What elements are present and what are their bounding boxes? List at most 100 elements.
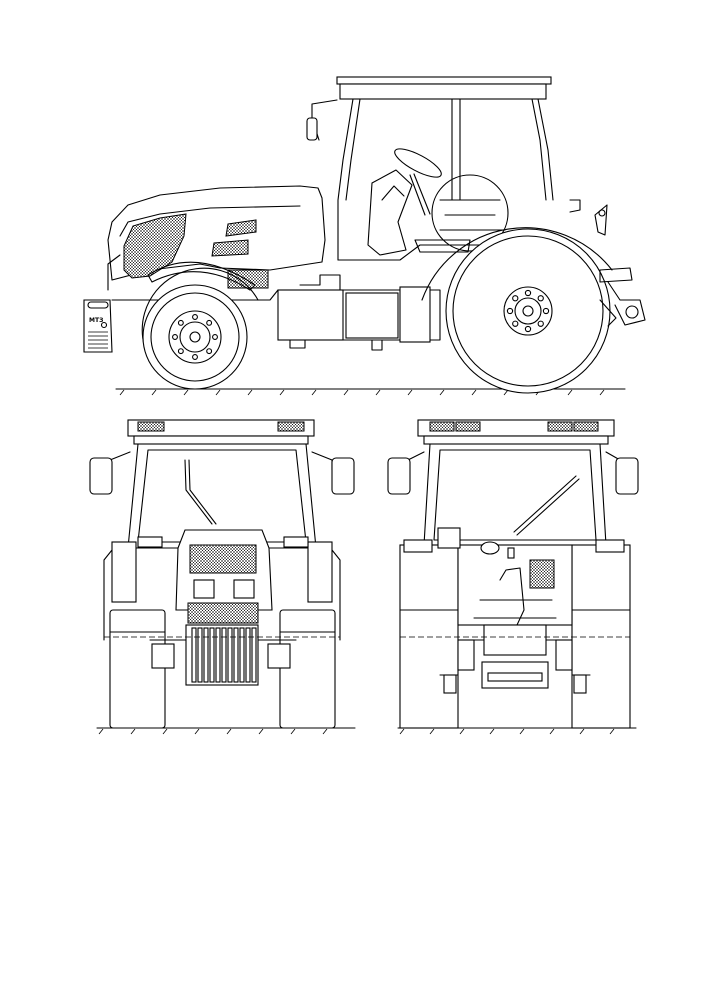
ballast-plate [221,627,227,683]
wheel-bolt [512,320,519,327]
headlight-right [233,579,255,599]
rear-view [387,419,639,735]
front-roof-lamp-left [137,421,165,432]
ground-hatch-tick [215,389,221,396]
rear-hydraulics [400,527,630,694]
headlight-left [193,579,215,599]
wheel-bolt [177,348,184,355]
rear-roof-lamp-3 [547,421,573,432]
ground-hatch-tick [375,389,381,396]
rear-fender-arc [431,174,509,252]
front-grille-lower [187,602,259,624]
front-ground-hatch [98,728,328,735]
front-mirror-left [89,451,131,495]
front-wheel [141,267,259,390]
rear-right-tire [571,544,631,729]
ground-hatch-tick [459,728,465,735]
ground-hatch-tick [279,389,285,396]
ground-hatch-tick [151,389,157,396]
hood-vent-lower [211,239,249,257]
ground-hatch-tick [343,389,349,396]
front-right-tire [279,609,336,729]
rear-ground-hatch [399,728,615,735]
ground-hatch-tick [429,728,435,735]
front-lamp-right [283,536,309,548]
wheel-bolt [537,320,544,327]
ballast-plate [251,627,257,683]
ground-hatch-tick [599,389,605,396]
ballast-plate [233,627,239,683]
ground-hatch-tick [311,389,317,396]
hood [107,185,326,291]
side-ground-hatch [119,389,605,396]
rear-wiper [513,475,580,536]
rear-lamp-left [403,539,433,553]
front-axle [104,636,340,669]
wheel-bolt [524,289,532,297]
chassis [111,274,441,351]
front-left-tire [109,609,166,729]
wheel-bolt [537,295,544,302]
front-ballast [185,624,259,686]
rear-window [433,449,597,541]
front-side-right [307,541,333,603]
front-mirror-right [311,451,355,495]
front-roof-lower [133,435,309,445]
ground-hatch-tick [98,728,104,735]
rear-roof-lamp-2 [455,421,481,432]
ground-hatch-tick [439,389,445,396]
ballast-plate [215,627,221,683]
rear-wheel [421,227,613,394]
rear-mirror-left [387,451,425,495]
front-lamp-left [137,536,163,548]
ballast-plate [197,627,203,683]
wheel-bolt [192,354,198,360]
wheel-bolt [506,307,514,315]
ground-hatch-tick [247,389,253,396]
front-roof-lamp-right [277,421,305,432]
cab-roof-lower [339,83,547,100]
wheel-bolt [192,314,198,320]
side-mirror [306,99,338,141]
front-wiper [184,459,217,525]
ground-hatch-tick [549,728,555,735]
rear-roof-lower [423,435,609,445]
ground-hatch-tick [407,389,413,396]
wheel-bolt [206,319,213,326]
wheel-bolt [172,334,178,340]
operator-seat [367,169,413,256]
badge-text: MTЗ [89,317,103,324]
ground-hatch-tick [290,728,296,735]
front-fender [147,261,256,291]
ground-hatch-tick [489,728,495,735]
wheel-bolt [177,319,184,326]
ground-hatch-tick [519,728,525,735]
side-view: MTЗ [83,76,646,396]
wheel-bolt [542,307,550,315]
front-side-left [111,541,137,603]
ground-hatch-tick [609,728,615,735]
ballast-plate [227,627,233,683]
ground-hatch-tick [471,389,477,396]
ballast-plate [191,627,197,683]
front-grille-upper [189,544,257,574]
ground-hatch-tick [258,728,264,735]
ground-hatch-tick [567,389,573,396]
wheel-bolt [212,334,218,340]
wheel-bolt [206,348,213,355]
rear-seat-linkage [439,199,506,231]
ground-hatch-tick [579,728,585,735]
ground-hatch-tick [119,389,125,396]
rear-left-tire [399,544,459,729]
ground-hatch-tick [194,728,200,735]
rear-hitch [569,199,646,327]
front-windshield [137,449,307,543]
wheel-bolt [524,325,532,333]
rear-mirror-right [605,451,639,495]
wheel-bolt [512,295,519,302]
rear-roof-lamp-4 [573,421,599,432]
ground-hatch-tick [322,728,328,735]
rear-lamp-right [595,539,625,553]
ground-hatch-tick [183,389,189,396]
